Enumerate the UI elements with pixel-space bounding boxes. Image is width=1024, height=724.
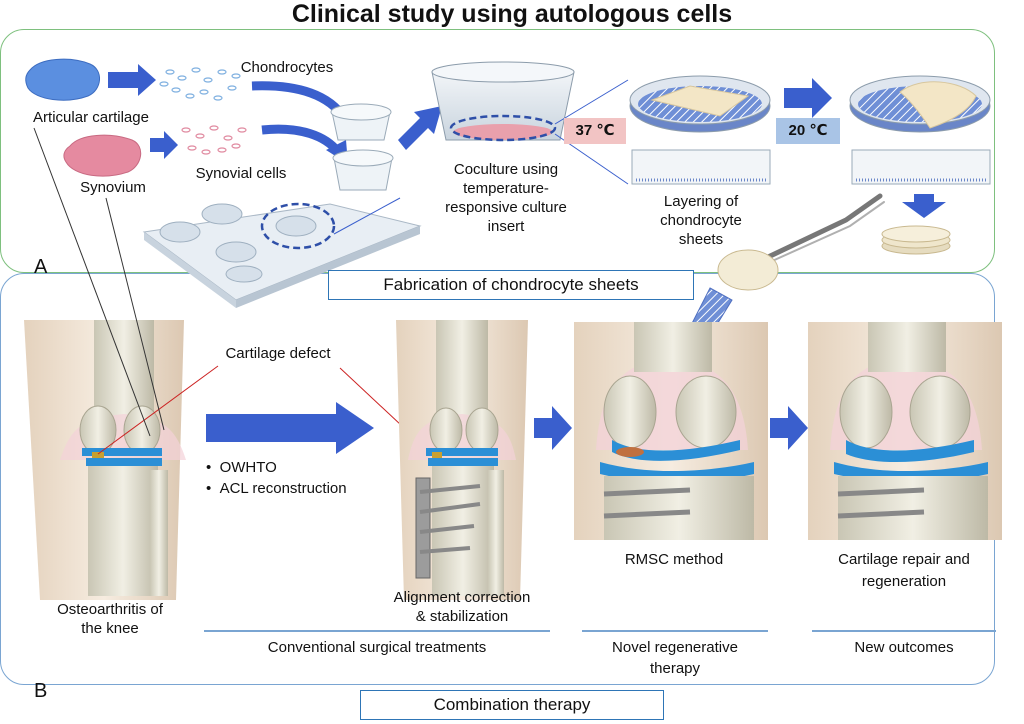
label-cartilage-repair-line-1: Cartilage repair and: [838, 551, 970, 568]
label-coculture-line-1: Coculture using: [453, 161, 559, 178]
underline-new-outcomes: [812, 630, 996, 632]
label-layering-line-2: chondrocyte: [660, 212, 742, 229]
label-articular-cartilage: Articular cartilage: [33, 109, 149, 126]
badge-temp-37: 37 ℃: [564, 118, 626, 144]
label-cartilage-repair-line-2: regeneration: [861, 573, 947, 590]
figure-title: Clinical study using autologous cells: [291, 0, 733, 28]
arrow-cartilage-to-chondrocytes: [108, 64, 156, 96]
bullet-text-acl: ACL reconstruction: [219, 480, 347, 497]
arrow-synovium-to-cells: [150, 131, 178, 159]
arrow-37-to-20: [784, 78, 832, 118]
highlighted-well-circle: [260, 202, 336, 250]
label-rmsc-method: RMSC method: [624, 551, 724, 568]
insert-membrane-circle: [449, 114, 557, 142]
culture-insert-cups: [330, 103, 394, 191]
knee-osteoarthritis: [24, 320, 186, 600]
label-synovial-cells: Synovial cells: [195, 165, 287, 182]
label-alignment: Alignment correction & stabilization: [374, 588, 550, 626]
label-coculture-line-4: insert: [487, 218, 525, 235]
dish-20c: [849, 75, 991, 133]
badge-temp-20: 20 ℃: [776, 118, 840, 144]
knee-after-surgery: [396, 320, 528, 600]
label-osteoarthritis: Osteoarthritis of the knee: [30, 600, 190, 638]
label-alignment-line-2: & stabilization: [415, 608, 509, 625]
arrow-to-coculture-insert: [398, 106, 442, 150]
surgery-bullet-list: • OWHTO • ACL reconstruction: [206, 458, 396, 498]
label-cartilage-repair: Cartilage repair and regeneration: [818, 550, 990, 591]
stacked-chondrocyte-sheets: [881, 225, 951, 255]
leader-line-synovium: [105, 197, 165, 431]
dish-37c-side-view: [631, 149, 771, 185]
underline-conventional: [204, 630, 550, 632]
label-chondrocytes: Chondrocytes: [240, 59, 334, 76]
forceps: [763, 193, 885, 263]
label-novel-therapy-line-2: therapy: [649, 660, 701, 677]
label-box-fabrication: Fabrication of chondrocyte sheets: [328, 270, 694, 300]
label-synovium: Synovium: [80, 179, 146, 196]
label-coculture-line-3: responsive culture: [445, 199, 567, 216]
underline-novel: [582, 630, 768, 632]
label-novel-therapy-line-1: Novel regenerative: [612, 639, 738, 656]
single-chondrocyte-sheet: [717, 249, 779, 291]
label-cartilage-defect: Cartilage defect: [225, 345, 331, 362]
knee-rmsc: [574, 322, 768, 540]
label-box-combination: Combination therapy: [360, 690, 664, 720]
synovium-tissue: [63, 134, 142, 177]
label-conventional-treatments: Conventional surgical treatments: [267, 639, 487, 656]
knee-regenerated: [808, 322, 1002, 540]
dish-20c-side-view: [851, 149, 991, 185]
panel-a-letter: A: [34, 256, 48, 278]
bullet-text-owhto: OWHTO: [219, 459, 277, 476]
bullet-item-owhto: • OWHTO: [206, 459, 277, 476]
zoom-line-lower: [333, 197, 401, 235]
temperature-responsive-insert: [431, 61, 575, 141]
well-plate: [142, 203, 422, 308]
label-osteoarthritis-line-1: Osteoarthritis of: [57, 601, 163, 618]
label-osteoarthritis-line-2: the knee: [81, 620, 139, 637]
dish-37c: [629, 75, 771, 133]
arrow-to-outcomes: [770, 406, 808, 450]
arrow-to-surgery: [206, 402, 374, 454]
synovial-cells: [181, 125, 247, 155]
label-coculture: Coculture using temperature- responsive …: [424, 160, 588, 236]
arrow-down-to-stack: [902, 194, 946, 218]
leader-line-cartilage-defect-1: [97, 365, 219, 455]
label-alignment-line-1: Alignment correction: [393, 589, 531, 606]
bullet-item-acl: • ACL reconstruction: [206, 480, 347, 497]
articular-cartilage-tissue: [25, 58, 100, 101]
label-coculture-line-2: temperature-: [463, 180, 549, 197]
label-layering-line-3: sheets: [678, 231, 724, 248]
leader-line-articular-cartilage: [33, 127, 151, 437]
chondrocyte-cells: [159, 67, 241, 101]
arrow-to-rmsc: [534, 406, 572, 450]
label-novel-therapy: Novel regenerative therapy: [582, 638, 768, 678]
label-layering: Layering of chondrocyte sheets: [630, 192, 772, 249]
label-new-outcomes: New outcomes: [854, 639, 954, 656]
zoom-line-to-dish-top: [554, 79, 629, 125]
panel-b-letter: B: [34, 680, 48, 702]
label-layering-line-1: Layering of: [663, 193, 739, 210]
